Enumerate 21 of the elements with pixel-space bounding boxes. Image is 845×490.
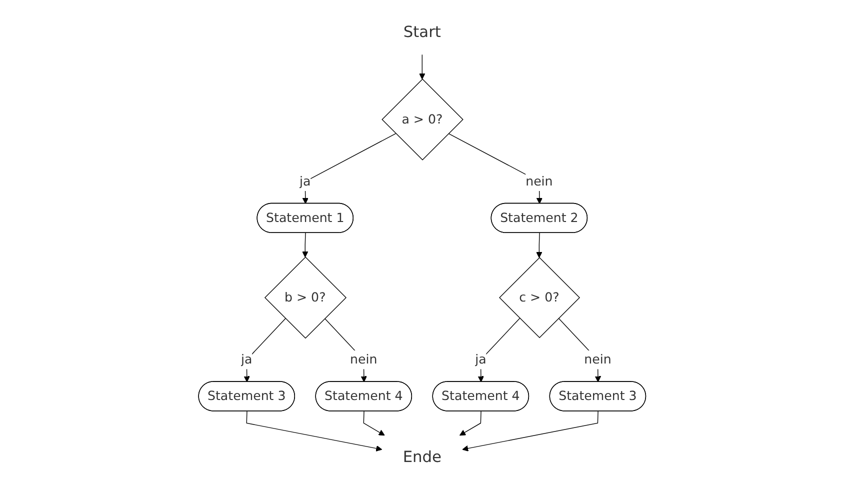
arrow (364, 410, 386, 436)
arrow (460, 410, 482, 436)
edge-label: nein (584, 352, 612, 368)
node-diamond: c > 0? (499, 257, 580, 338)
arrow (462, 410, 599, 452)
edge-label: ja (475, 352, 487, 368)
arrow (478, 318, 520, 382)
node-diamond: a > 0? (382, 78, 464, 160)
arrow (536, 232, 543, 258)
node-text: Ende (403, 448, 442, 466)
arrow (246, 410, 382, 452)
edge-label: nein (350, 352, 378, 368)
arrow (302, 133, 396, 204)
edge-label: nein (526, 174, 554, 189)
edge-label: ja (300, 174, 312, 189)
arrow (244, 318, 286, 382)
edge-label: ja (241, 352, 253, 368)
node-text: Start (404, 24, 442, 42)
arrow (419, 54, 426, 80)
node-diamond: b > 0? (264, 256, 347, 339)
arrow (302, 232, 309, 258)
